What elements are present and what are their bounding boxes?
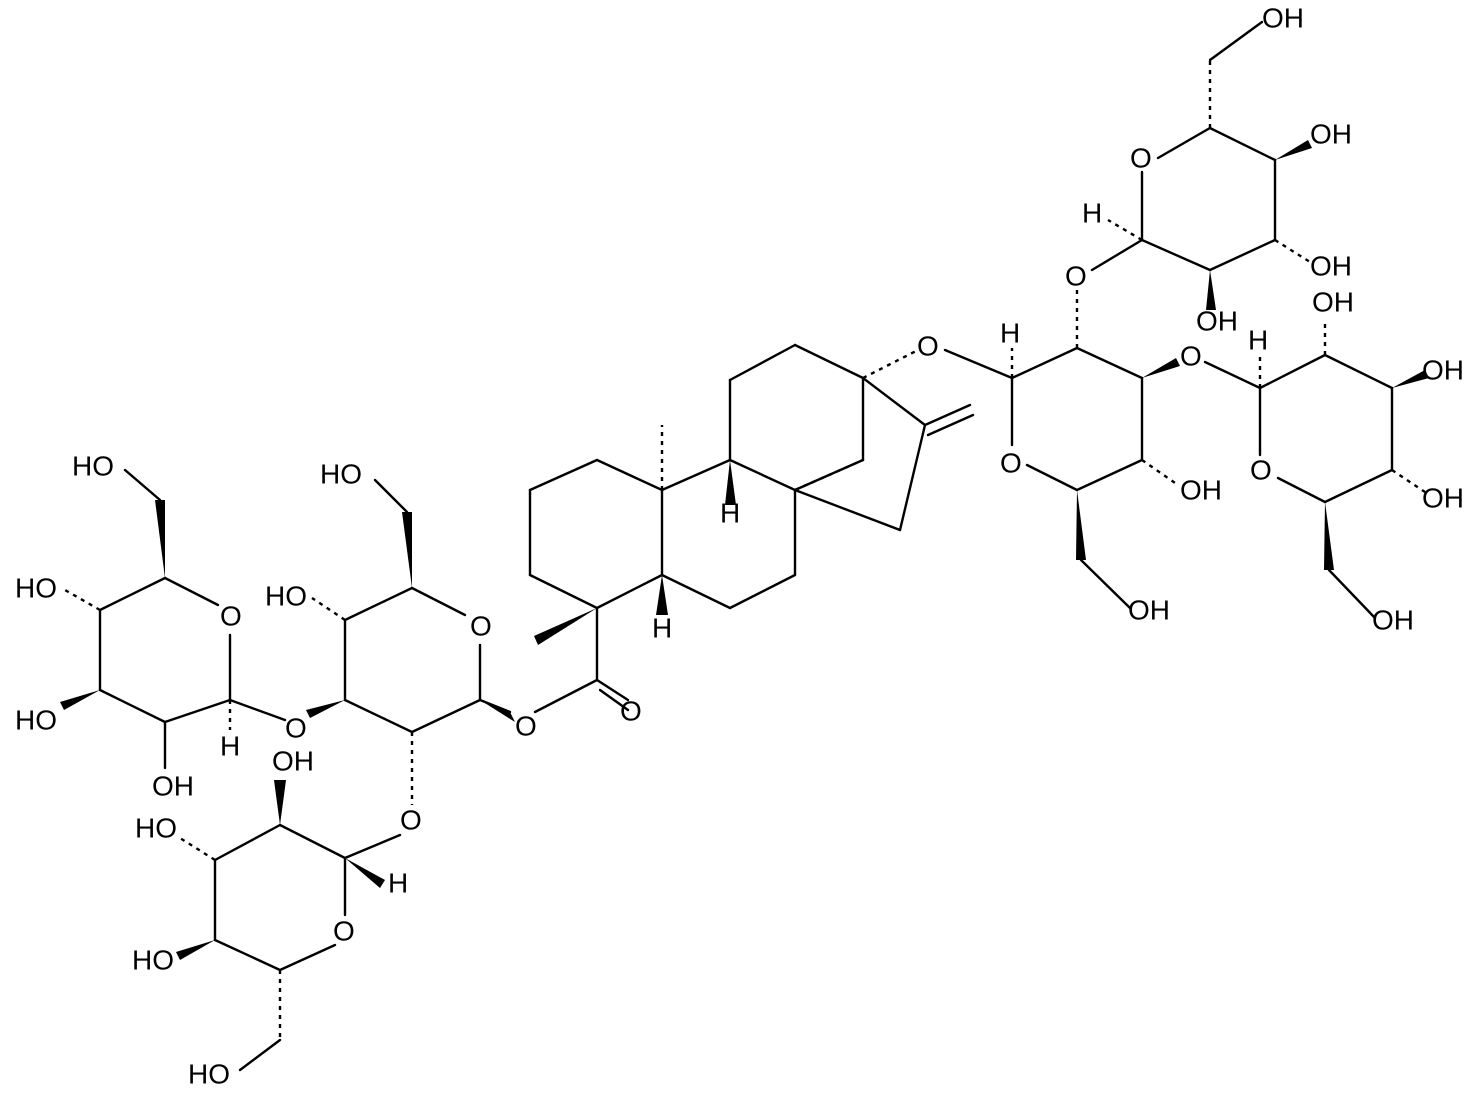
ho-label: HO: [15, 704, 57, 735]
o-label: O: [220, 600, 242, 631]
atom-labels: H H O O O H O O O OH OH OH O OH H OH OH …: [15, 2, 1464, 1089]
bond-network: [60, 20, 1429, 1072]
h-label: H: [1248, 324, 1268, 355]
o-label: O: [917, 330, 939, 361]
oh-label: OH: [1196, 305, 1238, 336]
ho-label: HO: [188, 1058, 230, 1089]
h-label: H: [652, 612, 672, 643]
o-label: O: [333, 915, 355, 946]
ho-label: HO: [265, 580, 307, 611]
oh-label: OH: [1180, 474, 1222, 505]
o-label: O: [1130, 142, 1152, 173]
oh-label: OH: [272, 745, 314, 776]
o-label: O: [1180, 340, 1202, 371]
h-label: H: [1082, 197, 1102, 228]
o-label: O: [470, 610, 492, 641]
o-label: O: [400, 804, 422, 835]
oh-label: OH: [1422, 482, 1464, 513]
h-label: H: [720, 497, 740, 528]
h-label: H: [388, 867, 408, 898]
ho-label: HO: [15, 572, 57, 603]
ho-label: HO: [135, 812, 177, 843]
ho-label: HO: [132, 944, 174, 975]
oh-label: OH: [1422, 354, 1464, 385]
o-label: O: [285, 712, 307, 743]
ho-label: HO: [320, 458, 362, 489]
oh-label: OH: [1312, 286, 1354, 317]
oh-label: OH: [152, 770, 194, 801]
oh-label: OH: [1372, 604, 1414, 635]
o-label: O: [620, 695, 642, 726]
oh-label: OH: [1262, 2, 1304, 33]
oh-label: OH: [1310, 118, 1352, 149]
oh-label: OH: [1128, 594, 1170, 625]
h-label: H: [220, 730, 240, 761]
o-label: O: [1065, 260, 1087, 291]
o-label: O: [515, 710, 537, 741]
o-label: O: [1000, 447, 1022, 478]
ho-label: HO: [72, 450, 114, 481]
oh-label: OH: [1310, 250, 1352, 281]
h-label: H: [1000, 317, 1020, 348]
o-label: O: [1250, 454, 1272, 485]
